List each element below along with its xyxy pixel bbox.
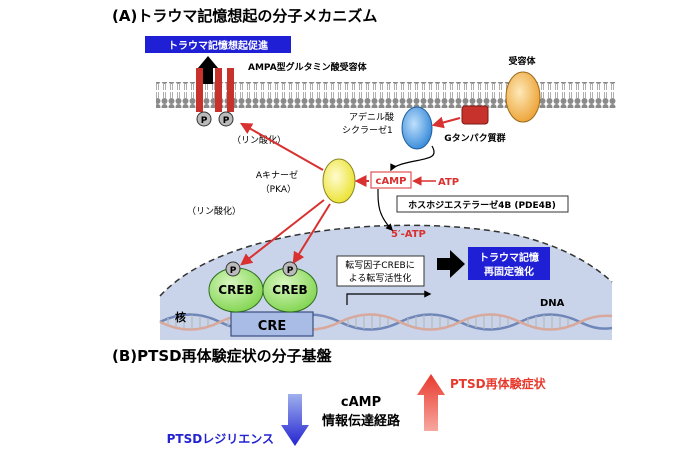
ampa-subunit xyxy=(227,68,234,112)
camp-pathway-line1: cAMP xyxy=(341,395,381,410)
five-atp-label: 5′-ATP xyxy=(391,229,426,240)
arrow-g-to-ac xyxy=(431,116,461,129)
camp-box xyxy=(370,171,412,189)
ampa-subunit xyxy=(215,68,222,112)
red-arrows xyxy=(239,116,461,266)
g-protein-label: Gタンパク質群 xyxy=(444,132,505,144)
symptom-up-arrow xyxy=(417,374,445,431)
cell-membrane xyxy=(156,82,616,108)
camp-pathway-line2: 情報伝達経路 xyxy=(322,413,401,429)
ampa-subunit xyxy=(196,68,203,112)
p-symbol: P xyxy=(201,116,208,126)
creb-right-label: CREB xyxy=(272,283,307,297)
transcription-line1: 転写因子CREBに xyxy=(345,260,414,271)
atp-label: ATP xyxy=(438,177,459,188)
arrow-camp-to-five-atp xyxy=(377,188,393,232)
pde4b-label: ホスホジエステラーゼ4B (PDE4B) xyxy=(408,199,556,211)
symptom-label: PTSD再体験症状 xyxy=(450,376,547,391)
pka-label-line1: Aキナーゼ xyxy=(256,169,298,181)
badge-recall-label: トラウマ記憶想起促進 xyxy=(168,39,269,52)
pka-label-line2: （PKA） xyxy=(261,184,296,195)
badge-reconsolidation-line1: トラウマ記憶 xyxy=(479,251,539,264)
resilience-down-arrow xyxy=(281,394,309,446)
cre-label: CRE xyxy=(258,319,286,334)
pde4b-box xyxy=(396,195,569,213)
phospho-label-left: （リン酸化） xyxy=(187,205,241,217)
dna-label: DNA xyxy=(540,298,565,309)
badge-reconsolidation xyxy=(468,247,550,280)
arrow-pka-to-creb-right xyxy=(292,203,331,265)
reconsolidation-arrow xyxy=(437,250,465,278)
cre-box xyxy=(230,311,314,337)
ac-label-line1: アデニル酸 xyxy=(349,111,394,123)
p-symbol: P xyxy=(230,266,237,276)
badge-recall xyxy=(145,36,291,53)
camp-label: cAMP xyxy=(376,176,407,187)
transcription-line2: よる転写活性化 xyxy=(349,272,412,284)
pka xyxy=(322,158,356,204)
ac-label-line2: シクラーゼ1 xyxy=(342,124,393,136)
creb-phosphate-left xyxy=(225,261,241,277)
receptor-label: 受容体 xyxy=(508,55,536,67)
arrow-ac-to-camp xyxy=(390,145,435,172)
section-b-title: (B)PTSD再体験症状の分子基盤 xyxy=(112,347,333,365)
resilience-label: PTSDレジリエンス xyxy=(167,432,274,446)
receptor xyxy=(505,71,541,123)
ampa-label: AMPA型グルタミン酸受容体 xyxy=(248,61,368,73)
p-symbol: P xyxy=(223,116,230,126)
ampa-phosphate-left xyxy=(196,111,212,127)
adenylyl-cyclase xyxy=(401,106,433,150)
nuclear-envelope xyxy=(159,224,613,297)
section-a-title: (A)トラウマ記憶想起の分子メカニズム xyxy=(112,7,377,25)
ampa-phosphate-right xyxy=(218,111,234,127)
transcription-box xyxy=(336,255,425,287)
g-protein xyxy=(461,105,489,125)
arrow-pka-to-ampa xyxy=(239,122,324,171)
creb-phosphate-right xyxy=(282,261,298,277)
p-symbol: P xyxy=(287,266,294,276)
transcription-start-arrow xyxy=(346,290,432,305)
nucleus-label: 核 xyxy=(175,310,186,324)
arrow-pka-to-creb-left xyxy=(240,199,325,266)
phospho-label-top: （リン酸化） xyxy=(232,134,286,146)
creb-left-label: CREB xyxy=(218,283,253,297)
badge-reconsolidation-line2: 再固定強化 xyxy=(484,265,534,278)
